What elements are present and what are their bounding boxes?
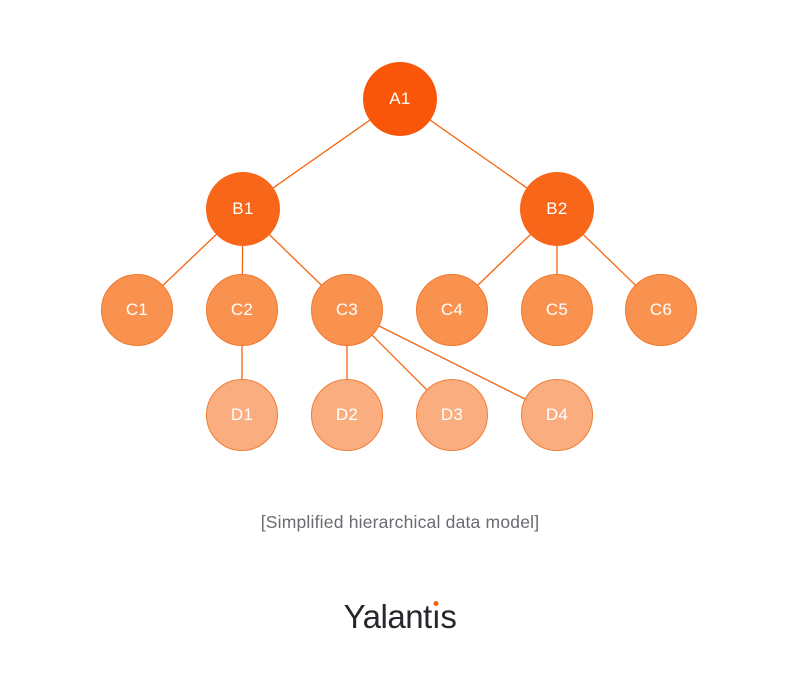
diagram-caption: [Simplified hierarchical data model] <box>260 512 540 532</box>
node-B2: B2 <box>520 172 594 246</box>
node-A1: A1 <box>363 62 437 136</box>
node-C5: C5 <box>521 274 593 346</box>
node-D1: D1 <box>206 379 278 451</box>
logo-i-stem: ı <box>431 598 441 635</box>
logo-i-dot <box>433 601 439 606</box>
edge-C3-D4 <box>346 309 558 416</box>
node-C1: C1 <box>101 274 173 346</box>
logo-letter-i: ı <box>432 598 441 636</box>
node-D4: D4 <box>521 379 593 451</box>
logo-text-part1: Yalant <box>343 598 433 635</box>
node-C6: C6 <box>625 274 697 346</box>
node-B1: B1 <box>206 172 280 246</box>
node-C3: C3 <box>311 274 383 346</box>
node-C4: C4 <box>416 274 488 346</box>
node-D2: D2 <box>311 379 383 451</box>
logo-text-part2: s <box>440 598 457 635</box>
node-D3: D3 <box>416 379 488 451</box>
node-C2: C2 <box>206 274 278 346</box>
